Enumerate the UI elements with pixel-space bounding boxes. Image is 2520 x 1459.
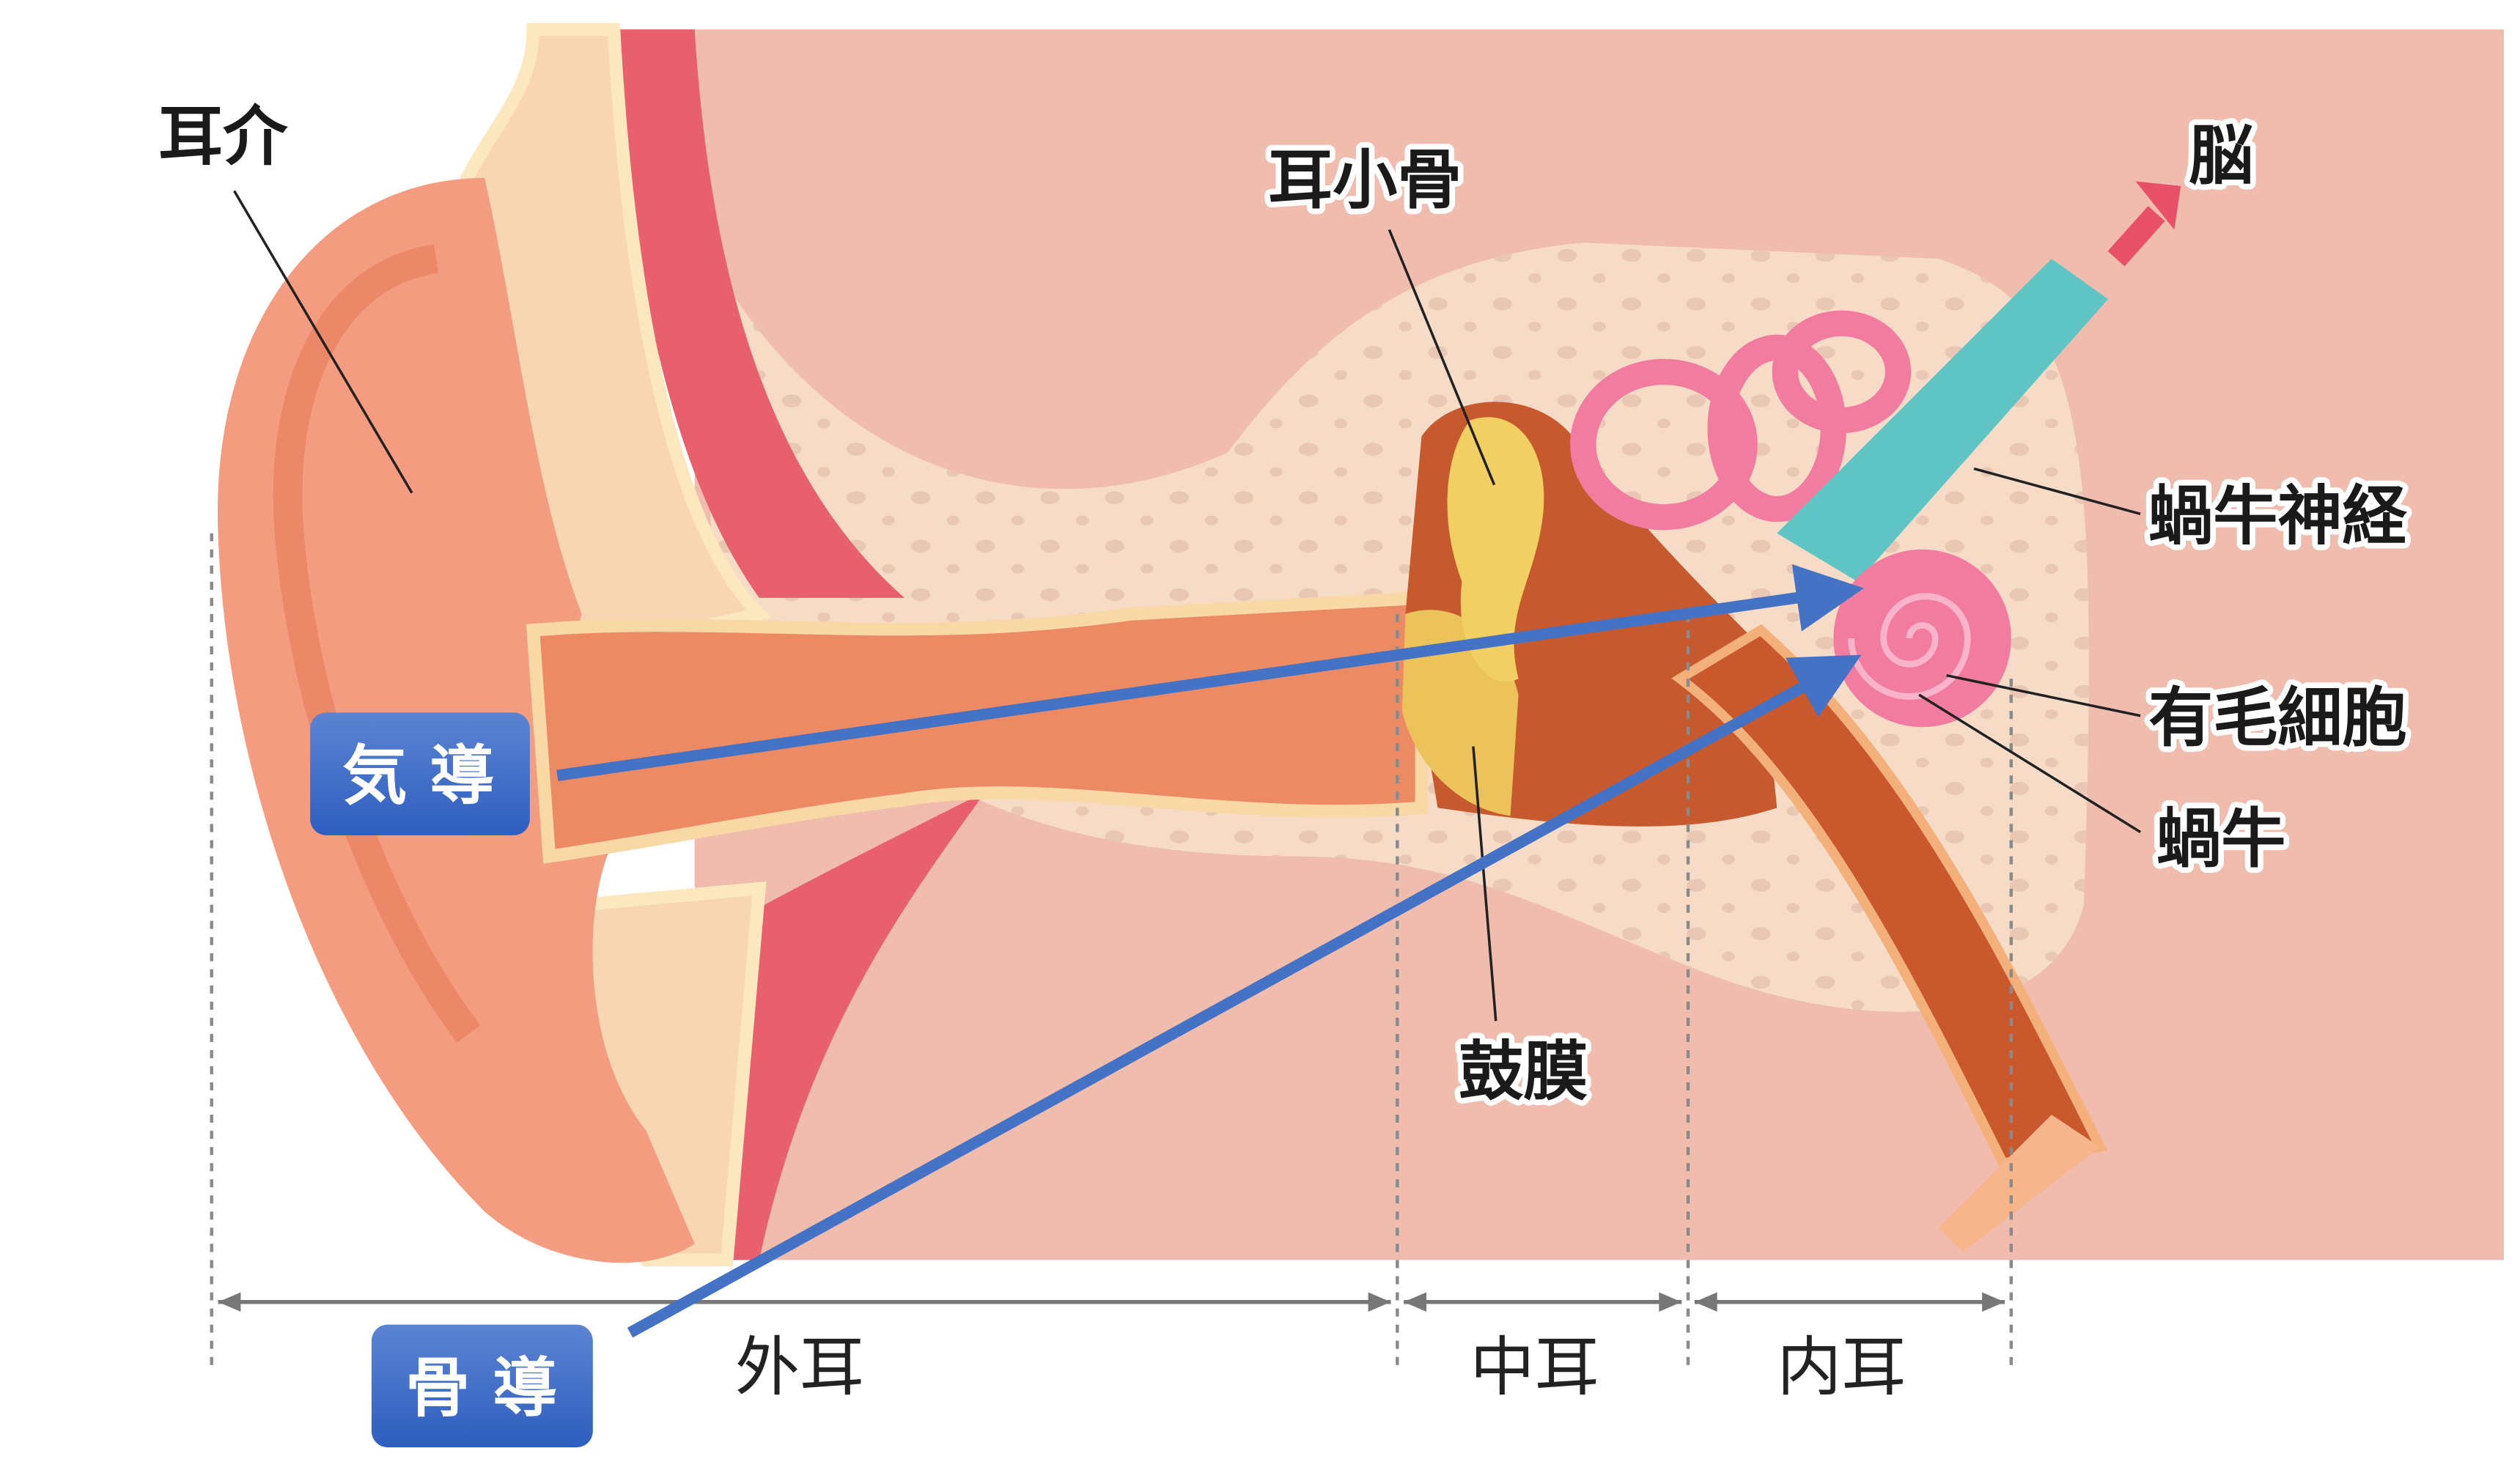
muscle-lower [678, 791, 986, 1260]
outer-ear-span [218, 1292, 1391, 1312]
leader-ossicles [1388, 229, 1496, 486]
label-inner-ear: 内耳 [1777, 1329, 1906, 1405]
leader-eardrum [1472, 746, 1497, 1022]
leader-hair-cells [1946, 673, 2141, 717]
muscle-upper [614, 29, 905, 598]
inner-ear-span [1694, 1292, 2005, 1312]
to-brain-arrow [2107, 206, 2165, 267]
label-hair-cells: 有毛細胞 [2148, 680, 2407, 756]
leader-cochlea [1918, 693, 2142, 833]
label-pinna: 耳介 [158, 98, 288, 174]
label-eardrum: 鼓膜 [1459, 1033, 1588, 1109]
bone-conduction-path [627, 654, 1862, 1338]
label-middle-ear: 中耳 [1470, 1329, 1599, 1405]
label-outer-ear: 外耳 [735, 1329, 864, 1405]
cochlear-nerve-shape [1777, 259, 2109, 582]
label-cochlear-nerve: 蝸牛神経 [2148, 478, 2407, 553]
air-conduction-button[interactable]: 気導 [310, 712, 530, 835]
semicircular-canals [1570, 310, 1912, 531]
leader-pinna [233, 190, 413, 494]
bone-conduction-button[interactable]: 骨導 [371, 1324, 593, 1448]
bone-conduction-label: 骨導 [405, 1350, 580, 1425]
air-conduction-path [556, 564, 1864, 781]
middle-ear-span [1404, 1292, 1682, 1312]
ossicles-shape [1447, 417, 1544, 682]
air-conduction-label: 気導 [342, 738, 517, 813]
ear-canal [526, 591, 1429, 864]
leader-cochlear-nerve [1973, 467, 2141, 515]
eustachian-tube [1671, 624, 2107, 1169]
cochlea-shape [1833, 549, 2011, 728]
label-cochlea: 蝸牛 [2156, 801, 2285, 876]
label-ossicles: 耳小骨 [1268, 142, 1462, 218]
label-brain: 脳 [2189, 118, 2253, 193]
